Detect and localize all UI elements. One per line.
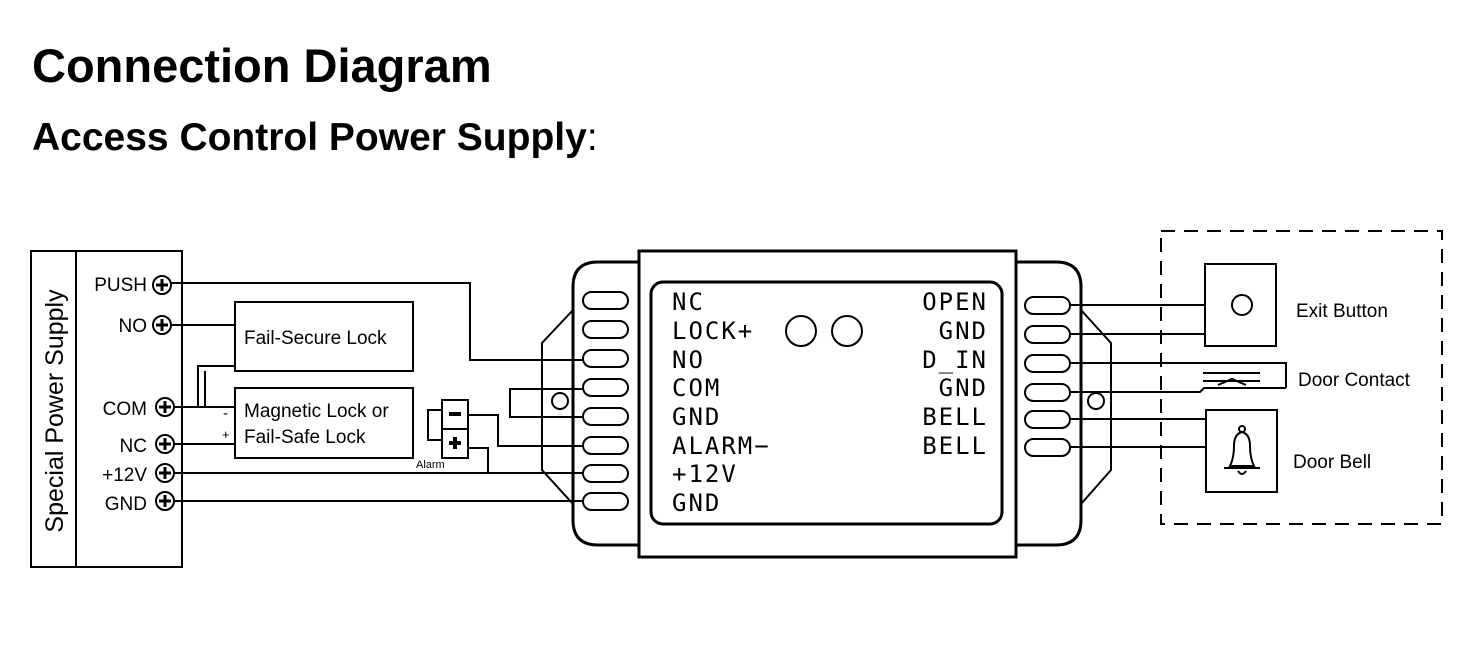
controller-body <box>541 249 1112 559</box>
wires-left <box>171 282 583 502</box>
terminal-no-label: NO <box>119 316 148 337</box>
alarm-label: Alarm <box>416 459 445 471</box>
exit-button-icon <box>1204 263 1277 347</box>
fail-secure-lock-box <box>234 301 414 372</box>
lock-plus-label: + <box>222 427 230 442</box>
terminal-com-label: COM <box>103 399 147 420</box>
ctrl-open-label: OPEN <box>922 288 988 316</box>
exit-button-label: Exit Button <box>1296 301 1388 322</box>
ctrl-bell2-label: BELL <box>922 432 988 460</box>
power-supply-box <box>30 250 183 568</box>
terminal-gnd-label: GND <box>105 494 147 515</box>
controller-left-labels: NC LOCK+ NO COM GND ALARM− +12V GND <box>672 288 771 517</box>
ctrl-nc-label: NC <box>672 288 705 316</box>
screw-terminal-icon <box>155 434 175 454</box>
ctrl-alarm-minus-label: ALARM− <box>672 432 771 460</box>
screw-terminal-icon <box>155 397 175 417</box>
screw-terminal-icons <box>152 275 175 511</box>
ctrl-bell-label: BELL <box>922 403 988 431</box>
power-supply-label: Special Power Supply <box>41 289 69 533</box>
fail-safe-lock-box <box>234 387 414 459</box>
subtitle-text: Access Control Power Supply <box>32 116 587 159</box>
terminal-nc-label: NC <box>120 436 147 457</box>
left-terminal-slots <box>582 291 629 511</box>
screw-terminal-icon <box>155 491 175 511</box>
right-terminal-slots <box>1024 296 1071 457</box>
devices-dashed-frame <box>1160 230 1443 525</box>
terminal-labels: PUSH NO COM NC +12V GND <box>94 275 147 515</box>
screw-terminal-icon <box>155 463 175 483</box>
ctrl-gnd-right2-label: GND <box>939 374 988 402</box>
terminal-push-label: PUSH <box>94 275 147 296</box>
door-contact-icon <box>1203 372 1260 386</box>
ctrl-d-in-label: D_IN <box>922 346 988 374</box>
fail-safe-lock-label-1: Magnetic Lock or <box>244 401 389 422</box>
subtitle-colon: : <box>586 116 598 159</box>
ctrl-lock-plus-label: LOCK+ <box>672 317 754 345</box>
ctrl-com-label: COM <box>672 374 721 402</box>
screw-terminal-icon <box>152 315 172 335</box>
lock-minus-label: - <box>223 405 228 422</box>
fail-secure-lock-label: Fail-Secure Lock <box>244 328 387 349</box>
alarm-device <box>427 399 469 459</box>
screw-terminal-icon <box>152 275 172 295</box>
diagram-title: Connection Diagram <box>32 39 492 92</box>
ctrl-gnd-label: GND <box>672 403 721 431</box>
wires-right <box>1070 304 1287 448</box>
terminal-12v-label: +12V <box>102 465 147 486</box>
ctrl-12v-label: +12V <box>672 460 738 488</box>
ctrl-gnd-right-label: GND <box>939 317 988 345</box>
door-bell-icon <box>1205 409 1278 493</box>
door-contact-label: Door Contact <box>1298 370 1411 391</box>
ctrl-no-label: NO <box>672 346 705 374</box>
diagram-subtitle: Access Control Power Supply: <box>32 118 598 157</box>
fail-safe-lock-label-2: Fail-Safe Lock <box>244 427 366 448</box>
door-bell-label: Door Bell <box>1293 452 1371 473</box>
ctrl-gnd2-label: GND <box>672 489 721 517</box>
controller-right-labels: OPEN GND D_IN GND BELL BELL <box>922 288 988 460</box>
